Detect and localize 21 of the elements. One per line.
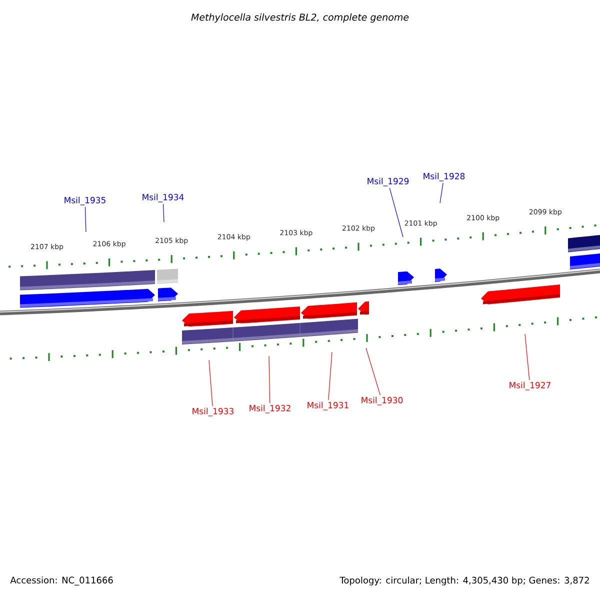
leader-line (208, 360, 213, 406)
gene-label: Msil_1935 (64, 196, 106, 206)
leader-line (162, 204, 164, 222)
gene-label: Msil_1932 (250, 404, 290, 414)
gene-label: Msil_1928 (424, 172, 465, 182)
accession-text: Accession: NC_011666 (10, 576, 113, 586)
leader-line (268, 356, 270, 404)
leader-line (328, 352, 332, 400)
gene-label: Msil_1929 (368, 178, 409, 186)
gene-label: Msil_1927 (510, 382, 550, 390)
leader-line (84, 206, 86, 232)
leader-line (524, 334, 530, 380)
gene-label: Msil_1934 (142, 194, 184, 202)
leader-line (366, 348, 380, 396)
leader-line (389, 188, 404, 238)
gene-label: Msil_1933 (192, 408, 234, 416)
leader-line (440, 182, 444, 204)
gene-label: Msil_1931 (308, 402, 348, 410)
summary-text: Topology: circular; Length: 4,305,430 bp; Genes: 3,872 (340, 576, 589, 586)
gene-label: Msil_1930 (362, 396, 403, 406)
title: Methylocella silvestris BL2, complete genome (191, 13, 409, 23)
